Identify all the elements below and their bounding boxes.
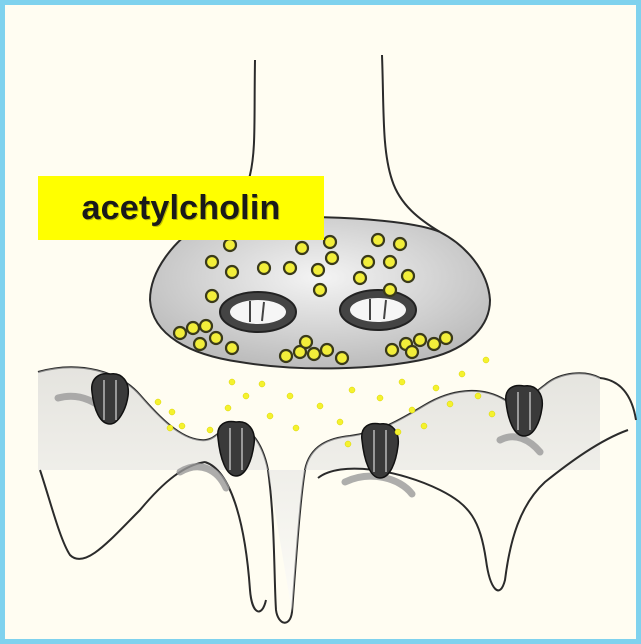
acetylcholin-label: acetylcholin (38, 176, 324, 240)
fold-left (40, 462, 205, 559)
mitochondrion-left (220, 292, 296, 332)
mitochondrion-right (340, 290, 416, 330)
axon-outline-right (382, 55, 440, 232)
acetylcholin-label-text: acetylcholin (82, 189, 281, 228)
fold-right-leg (600, 378, 636, 420)
fold-left-leg (205, 462, 266, 611)
